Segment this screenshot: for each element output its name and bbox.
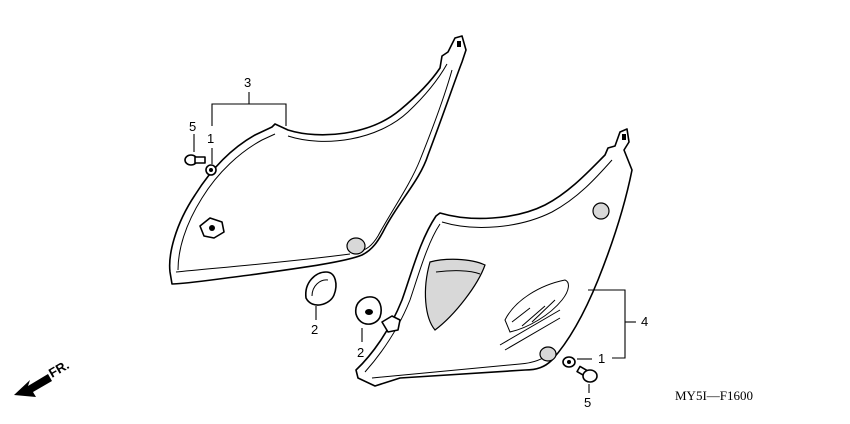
right-grommet: 2: [354, 296, 382, 360]
callout-5-right: 5: [584, 395, 591, 410]
left-bolt: [184, 154, 206, 166]
front-label: FR.: [46, 357, 72, 380]
right-bolt: [576, 365, 598, 383]
callout-5-left: 5: [189, 119, 196, 134]
callout-1-right: 1: [598, 351, 605, 366]
callout-1-left: 1: [207, 131, 214, 146]
right-cover-set-callout: 4 1 5: [577, 289, 648, 410]
right-collar: [562, 356, 576, 368]
left-grommet: 2: [305, 271, 337, 337]
right-clip: [381, 315, 401, 333]
left-collar: [205, 164, 217, 176]
callout-4: 4: [641, 314, 648, 329]
left-side-cover: [168, 35, 467, 285]
arrow-icon: [14, 374, 52, 397]
callout-3: 3: [244, 75, 251, 90]
callout-2-right: 2: [357, 345, 364, 360]
callout-2-left: 2: [311, 322, 318, 337]
front-direction-indicator: FR.: [14, 357, 72, 397]
left-cover-set-callout: 3 1 5: [189, 75, 287, 164]
diagram-code: MY5I—F1600: [675, 388, 753, 403]
right-side-cover: [355, 128, 633, 387]
